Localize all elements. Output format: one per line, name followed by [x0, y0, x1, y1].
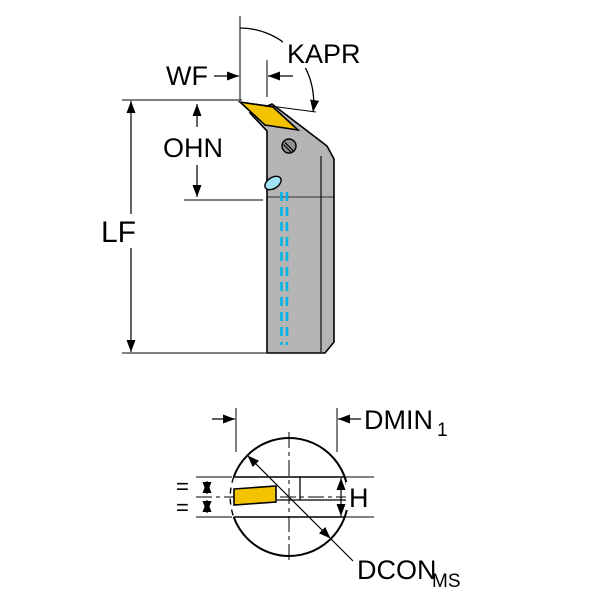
kapr-label-halo — [283, 38, 377, 68]
lf-label-halo — [98, 214, 150, 248]
end-view: DMIN 1 H = = DCON MS — [176, 405, 461, 592]
tool-body — [248, 103, 335, 354]
wf-label: WF — [166, 61, 208, 91]
dcon-leader-line — [330, 538, 354, 562]
dcon-label-subscript: MS — [432, 571, 461, 592]
screw-slot-line-1 — [284, 142, 294, 152]
lf-label: LF — [101, 216, 136, 249]
kapr-label: KAPR — [287, 39, 361, 69]
h-label: H — [349, 483, 369, 513]
h-label-halo — [346, 482, 370, 510]
dcon-dim-arrow-upper — [247, 455, 290, 498]
kapr-edge-extension-line — [239, 101, 317, 113]
equal-label-top: = — [176, 474, 189, 499]
dmin-label: DMIN — [364, 405, 433, 435]
screw-slot-line-2 — [283, 144, 293, 154]
dcon-label: DCON — [357, 555, 437, 585]
equal-label-bottom: = — [176, 495, 189, 520]
shank-circle-hidden-arc — [229, 476, 235, 518]
insert-end-view — [233, 485, 277, 506]
dcon-dim-arrow-lower — [288, 496, 331, 539]
coolant-outlet — [264, 175, 282, 191]
ohn-label: OHN — [163, 133, 223, 163]
side-view: KAPR WF OHN LF — [98, 16, 377, 354]
dmin-label-subscript: 1 — [437, 420, 448, 441]
